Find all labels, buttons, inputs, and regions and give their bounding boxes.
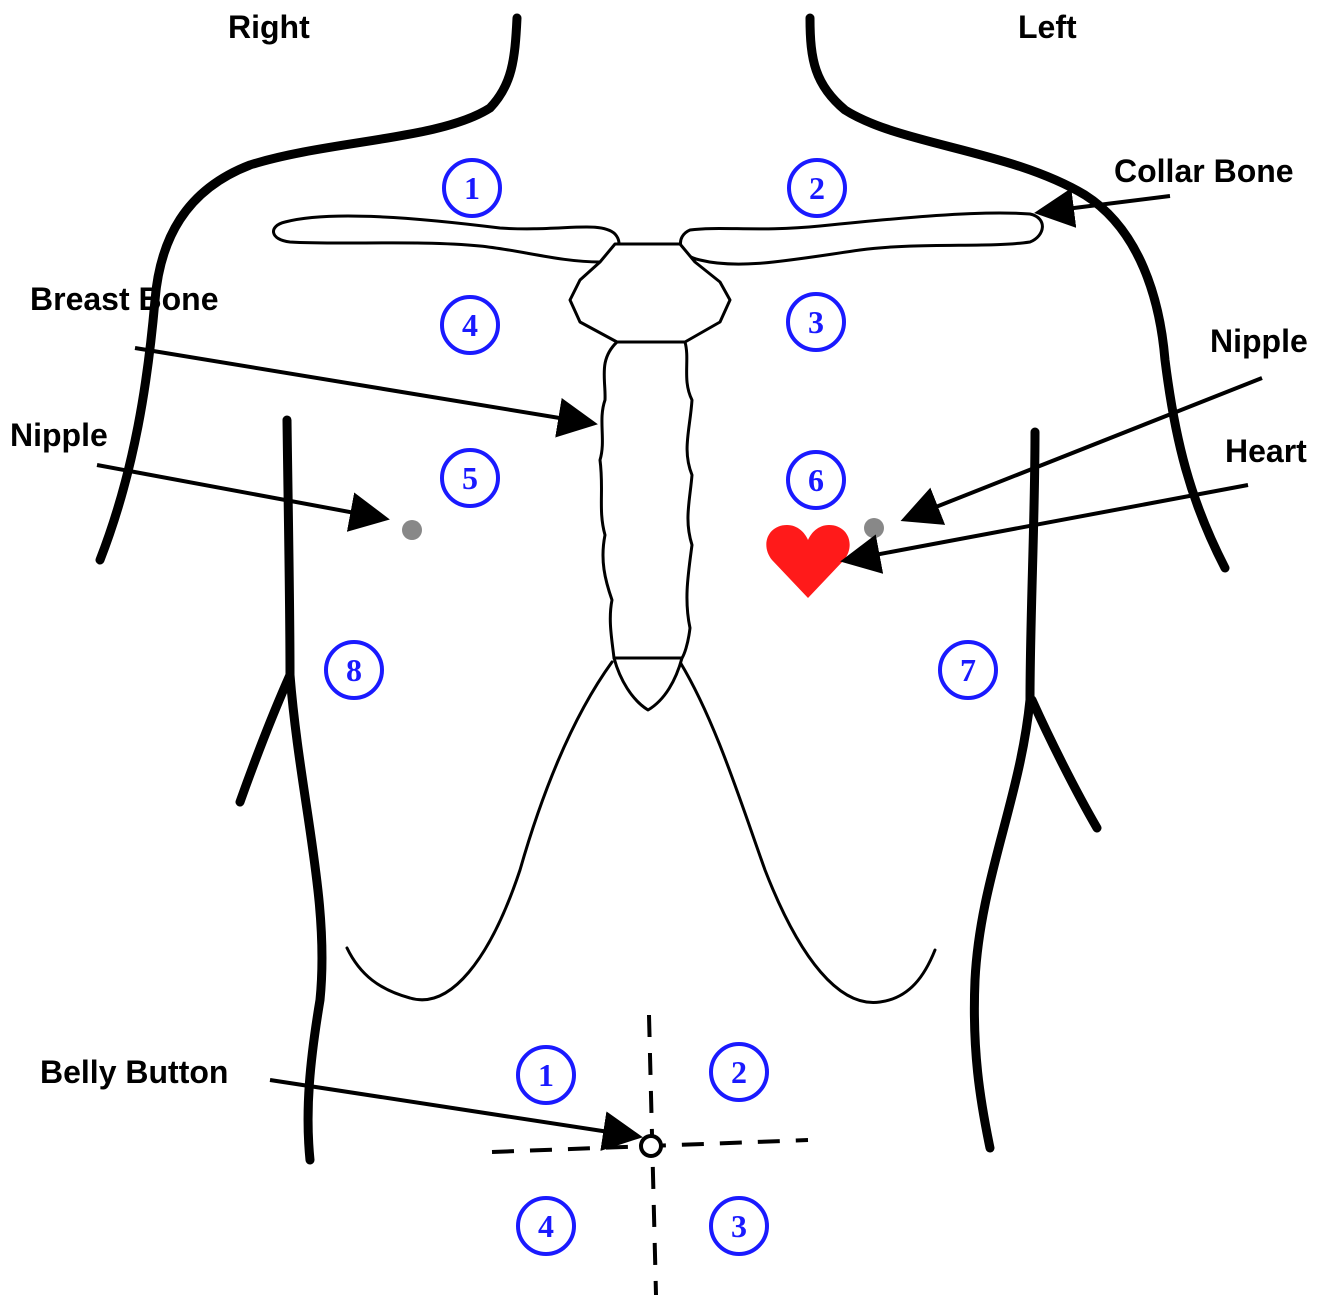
arm-left-inner-line (1032, 700, 1097, 828)
belly-button-label: Belly Button (40, 1054, 228, 1090)
collar-bone-right (274, 216, 620, 262)
abdomen-zone-1: 1 (518, 1047, 574, 1103)
nipple-left-dot (864, 518, 884, 538)
nipple-left-arrow (908, 378, 1262, 518)
abdomen-zone-3-number: 3 (731, 1208, 747, 1244)
chest-zone-8-number: 8 (346, 652, 362, 688)
nipple-left-label: Nipple (1210, 323, 1308, 359)
breast-bone-arrow (135, 348, 590, 423)
abdomen-zone-3: 3 (711, 1198, 767, 1254)
side-label-left: Left (1018, 9, 1077, 45)
chest-zone-8: 8 (326, 642, 382, 698)
arm-right-inner-line (240, 675, 290, 802)
rib-cage (347, 662, 935, 1003)
chest-zone-4: 4 (442, 297, 498, 353)
torso-right-line (287, 420, 322, 1160)
nipple-right-dot (402, 520, 422, 540)
rib-right-line (347, 662, 612, 1000)
abdomen-zone-4-number: 4 (538, 1208, 554, 1244)
collar-bone-label: Collar Bone (1114, 153, 1294, 189)
abdomen-zone-2-number: 2 (731, 1054, 747, 1090)
chest-zone-1: 1 (444, 160, 500, 216)
heart-label: Heart (1225, 433, 1307, 469)
abdomen-zone-4: 4 (518, 1198, 574, 1254)
chest-zone-6: 6 (788, 452, 844, 508)
abdomen-zone-2: 2 (711, 1044, 767, 1100)
collar-bone-left (681, 213, 1043, 264)
heart-arrow (848, 485, 1248, 560)
chest-zone-3-number: 3 (808, 304, 824, 340)
abdomen-zone-1-number: 1 (538, 1057, 554, 1093)
sternum-body (600, 342, 692, 658)
sternum-xiphoid (614, 658, 682, 710)
chest-zone-3: 3 (788, 294, 844, 350)
chest-zone-2: 2 (789, 160, 845, 216)
chest-zone-5-number: 5 (462, 460, 478, 496)
belly-button-circle (641, 1136, 661, 1156)
nipple-right-label: Nipple (10, 417, 108, 453)
chest-zone-5: 5 (442, 450, 498, 506)
chest-zone-1-number: 1 (464, 170, 480, 206)
rib-left-line (680, 662, 935, 1003)
breast-bone-label: Breast Bone (30, 281, 219, 317)
side-label-right: Right (228, 9, 310, 45)
chest-zone-4-number: 4 (462, 307, 478, 343)
chest-zone-6-number: 6 (808, 462, 824, 498)
torso-left-line (974, 432, 1035, 1148)
belly-button-arrow (270, 1080, 635, 1136)
chest-zone-2-number: 2 (809, 170, 825, 206)
nipple-right-arrow (97, 465, 382, 518)
chest-zone-7-number: 7 (960, 652, 976, 688)
sternum (570, 244, 730, 710)
chest-zone-7: 7 (940, 642, 996, 698)
heart-icon (766, 525, 849, 598)
neck-left-line (810, 18, 1225, 568)
